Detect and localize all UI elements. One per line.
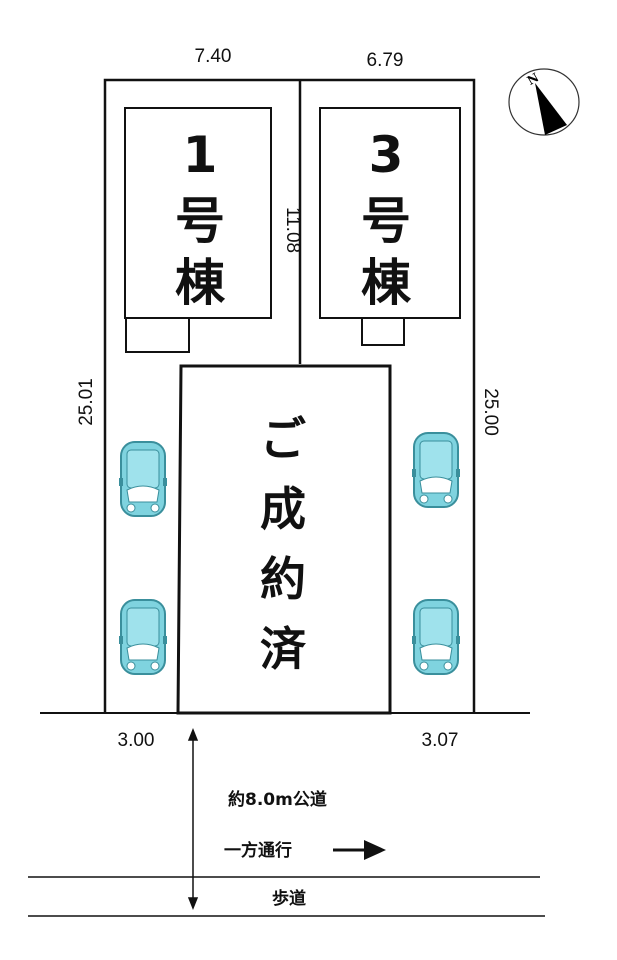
sold-label-char: 成 xyxy=(260,482,306,536)
building-1-annex xyxy=(125,317,190,353)
dim-bottom-left: 3.00 xyxy=(118,730,155,751)
north-compass-icon: N xyxy=(508,68,580,136)
building-3-number: 3 xyxy=(369,126,404,184)
sold-label-char: ご xyxy=(260,412,306,466)
car-icon xyxy=(411,599,461,675)
dim-divider: 11.08 xyxy=(282,207,303,253)
one-way-arrow-icon xyxy=(333,840,386,860)
car-icon xyxy=(118,599,168,675)
car-icon xyxy=(118,441,168,517)
dim-bottom-right: 3.07 xyxy=(422,730,459,751)
building-1 xyxy=(124,107,272,353)
one-way-label: 一方通行 xyxy=(224,840,292,861)
building-3 xyxy=(319,107,461,346)
sold-label-char: 約 xyxy=(260,552,306,606)
sidewalk-label: 歩道 xyxy=(272,888,306,909)
building-3-tou: 棟 xyxy=(361,254,412,312)
building-1-number: 1 xyxy=(183,126,218,184)
building-1-gou: 号 xyxy=(175,192,225,250)
public-road-label: 約8.0m公道 xyxy=(228,789,327,810)
road-width-arrow xyxy=(187,727,199,911)
dim-top-left: 7.40 xyxy=(195,46,232,67)
sold-label-char: 済 xyxy=(260,622,307,676)
dim-left-depth: 25.01 xyxy=(76,378,97,426)
building-1-tou: 棟 xyxy=(175,254,226,312)
lot-outline xyxy=(103,78,476,713)
dim-top-right: 6.79 xyxy=(367,50,404,71)
building-3-annex xyxy=(361,317,405,346)
car-icon xyxy=(411,432,461,508)
building-3-gou: 号 xyxy=(361,192,411,250)
dim-right-depth: 25.00 xyxy=(480,388,501,436)
